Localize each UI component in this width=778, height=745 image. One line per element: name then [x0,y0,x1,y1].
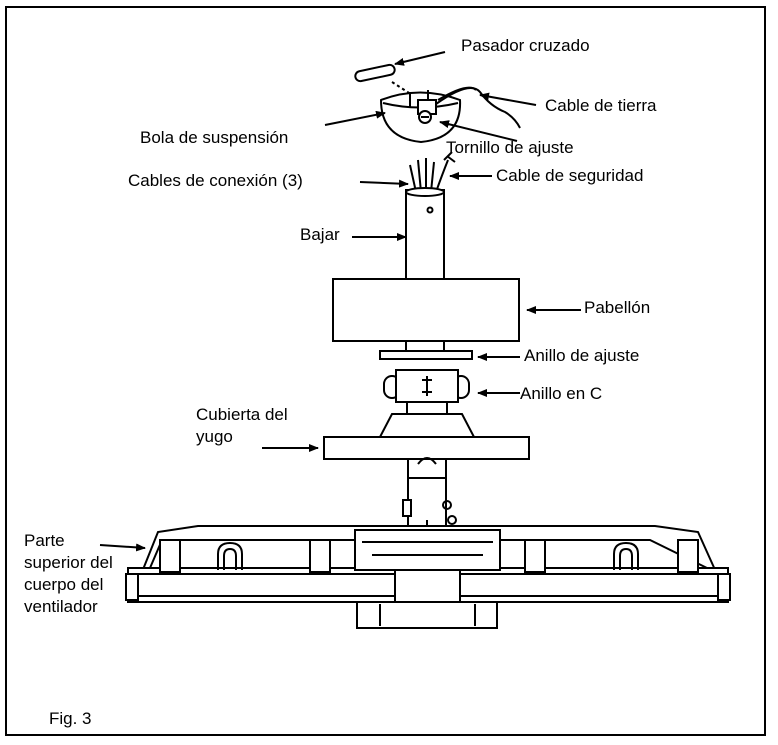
coupling-collar [406,401,448,415]
hanger-ball [379,90,462,144]
figure-frame [5,6,766,736]
leader-arrows [99,51,581,552]
figure-caption: Fig. 3 [49,709,92,728]
label-yoke-cover: Cubierta del yugo [196,405,288,446]
label-hanger-ball: Bola de suspensión [140,128,289,147]
lead-wires [409,158,435,193]
canopy [332,278,520,342]
trim-ring [379,350,473,360]
safety-cable [435,151,456,193]
c-ring [383,369,470,403]
label-ground-wire: Cable de tierra [545,96,657,115]
label-lead-wires: Cables de conexión (3) [128,171,303,190]
downrod-segment [405,341,445,351]
ground-wire-second-strand [437,86,477,101]
label-downrod: Bajar [300,225,340,244]
label-set-screw: Tornillo de ajuste [446,138,574,157]
downrod [405,187,445,286]
label-canopy: Pabellón [584,298,651,317]
fan-motor-housing [125,525,731,629]
label-trim-ring: Anillo de ajuste [524,346,640,365]
label-motor-top: Parte superior del cuerpo del ventilador [24,531,113,616]
cross-pin [354,63,396,83]
label-c-ring: Anillo en C [520,384,603,403]
label-safety-cable: Cable de seguridad [496,166,644,185]
label-cross-pin: Pasador cruzado [461,36,590,55]
yoke-cover [323,413,530,460]
